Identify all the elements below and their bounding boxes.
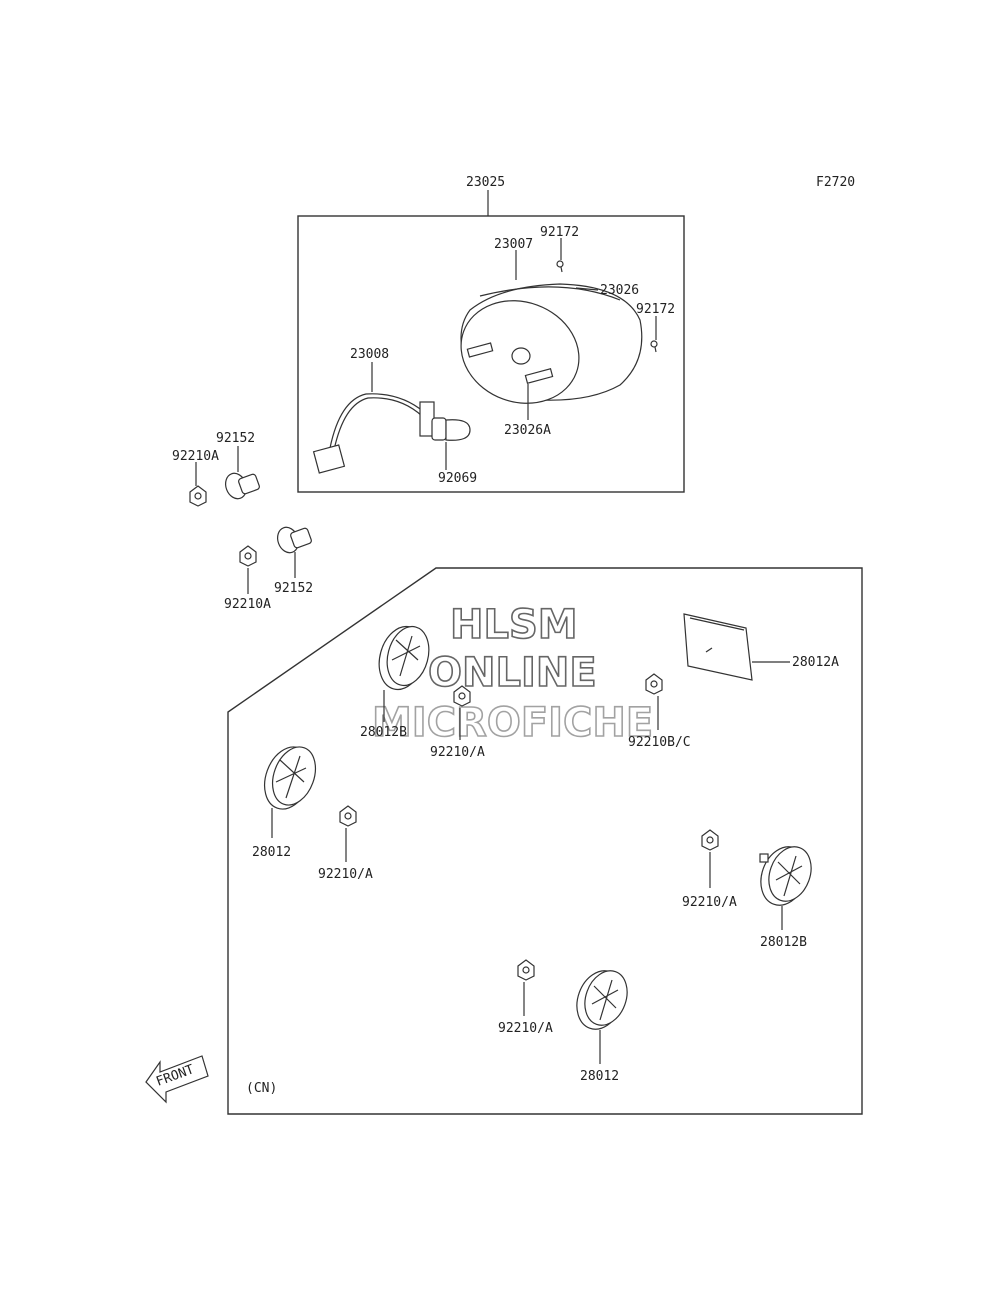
label-23008[interactable]: 23008: [350, 347, 389, 362]
reflector-28012B-right[interactable]: [753, 840, 818, 911]
label-23025[interactable]: 23025: [466, 175, 505, 190]
label-92069[interactable]: 92069: [438, 471, 477, 486]
watermark: HLSM ONLINE MICROFICHE: [371, 601, 654, 747]
cn-variant-frame: [227, 567, 863, 1115]
label-92152-upper[interactable]: 92152: [216, 431, 255, 446]
label-28012-left[interactable]: 28012: [252, 845, 291, 860]
label-28012-bottom[interactable]: 28012: [580, 1069, 619, 1084]
assembly-box-23025: [297, 215, 685, 493]
label-92210-A-right[interactable]: 92210/A: [682, 895, 737, 910]
nut-92210-A-bottom[interactable]: [517, 959, 535, 981]
region-note: (CN): [246, 1081, 277, 1096]
nut-92210-A-right[interactable]: [701, 829, 719, 851]
wire-harness-23008[interactable]: [312, 393, 435, 474]
label-92172-right[interactable]: 92172: [636, 302, 675, 317]
label-92210A-upper[interactable]: 92210A: [172, 449, 219, 464]
label-92172-top[interactable]: 92172: [540, 225, 579, 240]
reflector-plate-28012A[interactable]: [683, 613, 753, 681]
label-92210-A-bottom[interactable]: 92210/A: [498, 1021, 553, 1036]
label-28012B-right[interactable]: 28012B: [760, 935, 807, 950]
collar-92152-lower[interactable]: [274, 524, 312, 555]
nut-92210B-C[interactable]: [645, 673, 663, 695]
label-28012B-upper[interactable]: 28012B: [360, 725, 407, 740]
label-92210B-C[interactable]: 92210B/C: [628, 735, 691, 750]
reflector-28012-left[interactable]: [256, 740, 323, 815]
label-23026A[interactable]: 23026A: [504, 423, 551, 438]
leader-23026: [575, 287, 599, 291]
reflector-28012-bottom[interactable]: [569, 964, 634, 1035]
front-arrow: FRONT: [145, 1055, 209, 1104]
nut-92210-A-upper[interactable]: [453, 685, 471, 707]
watermark-line-2: ONLINE: [428, 650, 597, 696]
label-23026[interactable]: 23026: [600, 283, 639, 298]
reflector-28012B-upper[interactable]: [372, 621, 435, 694]
label-23007[interactable]: 23007: [494, 237, 533, 252]
screw-92172-top[interactable]: [556, 260, 564, 273]
collar-92152-upper[interactable]: [222, 470, 260, 501]
watermark-line-1: HLSM: [450, 602, 578, 648]
nut-92210A-lower[interactable]: [239, 545, 257, 567]
label-92210-A-left[interactable]: 92210/A: [318, 867, 373, 882]
headlight-housing-23007[interactable]: [447, 283, 643, 420]
label-92210A-lower[interactable]: 92210A: [224, 597, 271, 612]
label-92152-lower[interactable]: 92152: [274, 581, 313, 596]
label-28012A[interactable]: 28012A: [792, 655, 839, 670]
screw-92172-right[interactable]: [650, 340, 658, 353]
nut-92210A-upper[interactable]: [189, 485, 207, 507]
figure-code: F2720: [816, 175, 855, 190]
nut-92210-A-left[interactable]: [339, 805, 357, 827]
label-92210-A-upper[interactable]: 92210/A: [430, 745, 485, 760]
bulb-92069[interactable]: [431, 417, 471, 441]
watermark-line-3: MICROFICHE: [372, 700, 653, 746]
